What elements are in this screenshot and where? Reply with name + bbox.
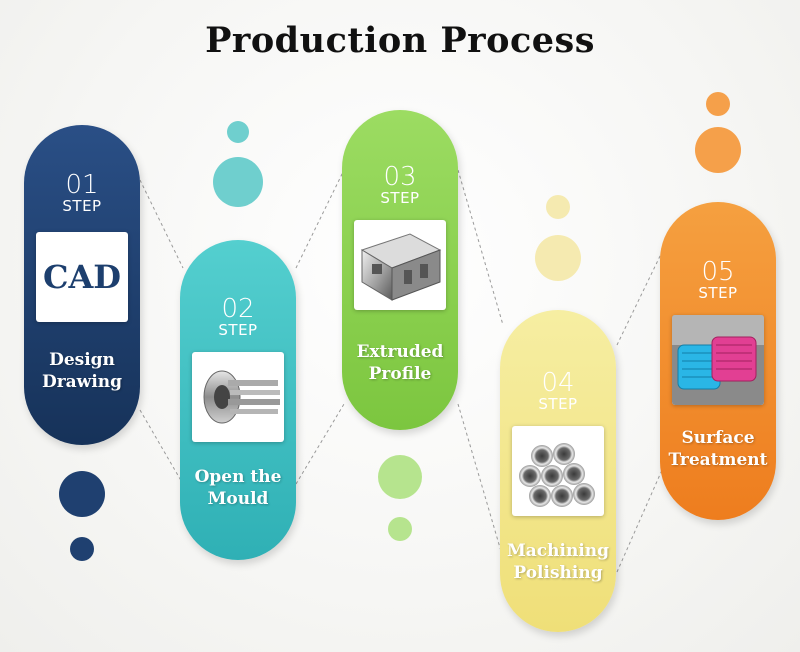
- step-3-image: [354, 220, 446, 310]
- decor-dot-yellow-small: [546, 195, 570, 219]
- decor-dot-green-large: [378, 455, 422, 499]
- step-3-label-line-1: Extruded: [356, 342, 444, 362]
- step-5-label-line-1: Surface: [681, 428, 755, 448]
- step-5-image: [672, 315, 764, 405]
- decor-dot-teal-small: [227, 121, 249, 143]
- connector-line-1-2-top: [139, 179, 184, 269]
- step-4-label-line-2: Polishing: [513, 563, 603, 583]
- aluminum-profile-icon: [360, 233, 442, 301]
- connector-line-2-3-bottom: [295, 403, 345, 485]
- step-5-number: 05: [701, 257, 735, 287]
- step-2-label-line-2: Mould: [207, 489, 269, 509]
- step-5-label: Surface Treatment: [660, 427, 776, 471]
- connector-line-1-2-bottom: [139, 409, 184, 485]
- decor-dot-teal-large: [213, 157, 263, 207]
- step-4-image: [512, 426, 604, 516]
- cad-logo-text: CAD: [42, 258, 122, 296]
- step-2-image: [192, 352, 284, 442]
- decor-dot-navy-small: [70, 537, 94, 561]
- step-5-step-label: STEP: [698, 284, 738, 302]
- step-2-step-label: STEP: [218, 321, 258, 339]
- decor-dot-yellow-large: [535, 235, 581, 281]
- page-title: Production Process: [205, 20, 595, 61]
- anodized-housing-icon: [672, 315, 764, 405]
- step-1-image: CAD: [36, 232, 128, 322]
- connector-line-4-5-top: [616, 251, 663, 346]
- step-3-step-label: STEP: [380, 189, 420, 207]
- decor-dot-orange-small: [706, 92, 730, 116]
- decor-dot-navy-large: [59, 471, 105, 517]
- connector-line-4-5-bottom: [616, 469, 663, 573]
- step-2-label-line-1: Open the: [194, 467, 282, 487]
- step-1-number: 01: [65, 170, 99, 200]
- step-5-label-line-2: Treatment: [668, 450, 768, 470]
- decor-dot-green-small: [388, 517, 412, 541]
- step-4-step-label: STEP: [538, 395, 578, 413]
- step-3-label: Extruded Profile: [342, 341, 458, 385]
- decor-dot-orange-large: [695, 127, 741, 173]
- step-1-step-label: STEP: [62, 197, 102, 215]
- step-3-number: 03: [383, 162, 417, 192]
- step-4-label-line-1: Machining: [506, 541, 610, 561]
- step-2-number: 02: [221, 294, 255, 324]
- step-3-label-line-2: Profile: [368, 364, 432, 384]
- step-1-label: Design Drawing: [24, 349, 140, 393]
- polished-tubes-icon: [519, 443, 595, 507]
- step-1-label-line-2: Drawing: [41, 372, 123, 392]
- step-1-label-line-1: Design: [49, 350, 115, 370]
- step-4-label: Machining Polishing: [500, 540, 616, 584]
- connector-line-2-3-top: [295, 169, 345, 269]
- connector-line-3-4-top: [457, 169, 504, 326]
- extrusion-die-icon: [203, 370, 280, 424]
- step-4-number: 04: [541, 368, 575, 398]
- step-2-label: Open the Mould: [180, 466, 296, 510]
- connector-line-3-4-bottom: [457, 403, 504, 559]
